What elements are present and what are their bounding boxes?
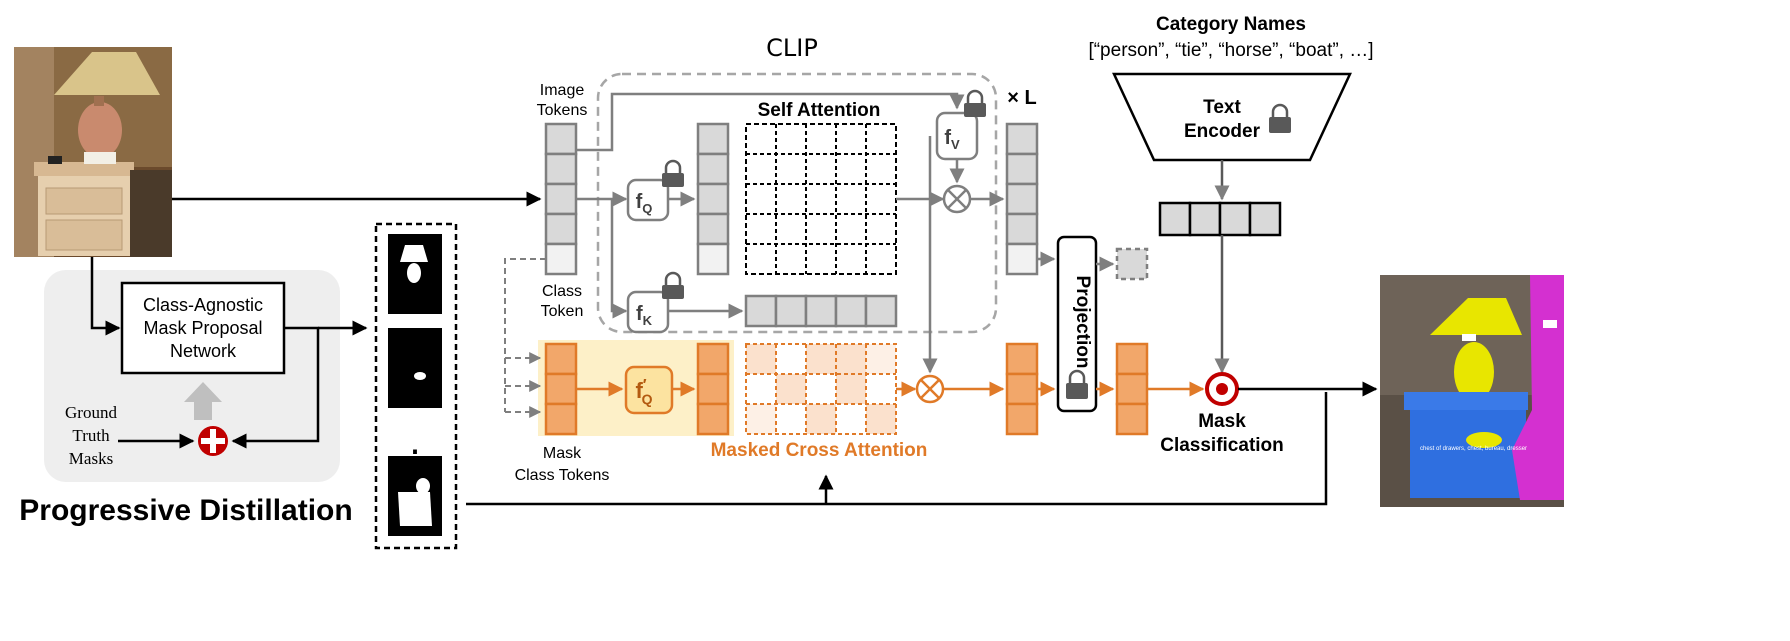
clip-title: CLIP bbox=[766, 34, 818, 62]
category-names-heading: Category Names bbox=[1156, 14, 1306, 35]
masked-cross-attention-grid bbox=[745, 343, 897, 435]
text-embeddings-row bbox=[1158, 201, 1282, 237]
category-names-list: [“person”, “tie”, “horse”, “boat”, …] bbox=[1088, 40, 1373, 61]
tokens-to-fk-path bbox=[610, 199, 628, 319]
lock-icon-text-encoder bbox=[1269, 103, 1291, 133]
class-token-line2: Token bbox=[541, 303, 584, 320]
image-tokens-line2: Tokens bbox=[537, 102, 588, 119]
sum-icon bbox=[198, 426, 228, 456]
mask-classification-line2: Classification bbox=[1160, 435, 1284, 456]
fv-label: fV bbox=[944, 127, 960, 152]
key-row bbox=[744, 294, 898, 328]
ground-truth-line3: Masks bbox=[69, 449, 113, 468]
fv-box bbox=[935, 111, 979, 161]
photo-to-proposal-arrow bbox=[90, 257, 121, 336]
bottom-connection-path bbox=[466, 392, 1328, 506]
input-image bbox=[14, 47, 172, 257]
self-attention-grid bbox=[745, 123, 897, 275]
query-column bbox=[696, 122, 730, 276]
multiply-icon-orange bbox=[915, 374, 945, 404]
segmentation-output-image: chest of drawers, chest, bureau, dresser bbox=[1380, 275, 1564, 507]
class-token-line1: Class bbox=[542, 283, 582, 300]
ground-truth-line1: Ground bbox=[65, 403, 117, 422]
image-tokens-line1: Image bbox=[540, 82, 585, 99]
clip-frame bbox=[596, 72, 998, 334]
text-encoder-line2: Encoder bbox=[1184, 121, 1261, 142]
image-tokens-column bbox=[544, 122, 578, 276]
proposal-output-path bbox=[231, 326, 320, 449]
lock-icon-fq bbox=[662, 159, 684, 187]
mask-class-tokens-line2: Class Tokens bbox=[515, 467, 610, 484]
mask-output-column bbox=[1005, 342, 1039, 436]
projection-label: Projection bbox=[1072, 276, 1093, 369]
self-attention-label: Self Attention bbox=[758, 100, 881, 121]
mask-query-column bbox=[696, 342, 730, 436]
projected-mask-column bbox=[1115, 342, 1149, 436]
proposal-network-box bbox=[120, 281, 286, 375]
mask-class-tokens-column bbox=[544, 342, 578, 436]
segmentation-label: chest of drawers, chest, bureau, dresser bbox=[1420, 446, 1527, 452]
discarded-class-token bbox=[1115, 247, 1149, 281]
text-encoder-line1: Text bbox=[1203, 97, 1241, 118]
mask-class-tokens-line1: Mask bbox=[543, 445, 582, 462]
dot-product-icon bbox=[1205, 372, 1239, 406]
fq-label: fQ bbox=[636, 191, 653, 216]
lock-icon-fv bbox=[964, 89, 986, 117]
multiply-icon-gray bbox=[942, 184, 972, 214]
proposal-network-line2: Mask Proposal bbox=[143, 318, 262, 338]
gray-up-arrow bbox=[184, 382, 222, 420]
mask-classification-line1: Mask bbox=[1198, 411, 1246, 432]
proposal-network-line1: Class-Agnostic bbox=[143, 295, 263, 315]
fq-prime-label: f′Q bbox=[635, 377, 652, 407]
proposal-network-line3: Network bbox=[170, 341, 237, 361]
mask-proposal-2 bbox=[388, 328, 442, 408]
lock-icon-fk bbox=[662, 271, 684, 299]
lock-icon-projection bbox=[1066, 369, 1088, 399]
class-token-dashed-path bbox=[504, 258, 546, 412]
times-l-label: × L bbox=[1007, 87, 1036, 109]
masked-cross-attention-label: Masked Cross Attention bbox=[711, 440, 928, 461]
text-encoder-box bbox=[1112, 72, 1352, 162]
progressive-distillation-title: Progressive Distillation bbox=[19, 494, 352, 527]
clip-output-column bbox=[1005, 122, 1039, 276]
tokens-to-fv-path bbox=[576, 92, 965, 152]
ground-truth-line2: Truth bbox=[72, 426, 110, 445]
mask-proposal-1 bbox=[388, 234, 442, 314]
mask-proposal-3 bbox=[388, 456, 442, 536]
projection-box bbox=[1056, 235, 1098, 413]
fk-label: fK bbox=[636, 303, 653, 328]
